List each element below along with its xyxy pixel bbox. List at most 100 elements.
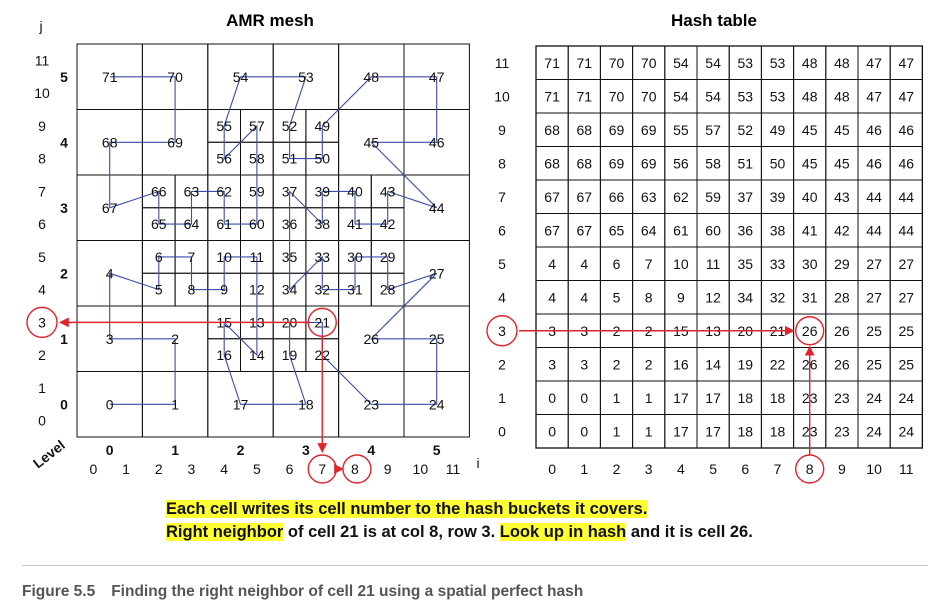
- hash-bucket-value: 49: [770, 122, 786, 138]
- hash-bucket-value: 44: [899, 189, 915, 205]
- hash-bucket-value: 44: [866, 189, 882, 205]
- hash-bucket-value: 25: [866, 323, 882, 339]
- mesh-cell-number: 34: [282, 282, 298, 298]
- hash-bucket-value: 62: [673, 189, 689, 205]
- hash-bucket-value: 46: [866, 155, 882, 171]
- mesh-row-3-circle: [26, 306, 58, 339]
- mesh-cell-number: 16: [216, 347, 232, 363]
- hash-row-tick: 7: [498, 189, 506, 205]
- hash-bucket-value: 67: [577, 189, 593, 205]
- mesh-cell-number: 49: [314, 118, 330, 134]
- j-axis-label: j: [38, 18, 42, 34]
- mesh-cell-number: 8: [188, 282, 196, 298]
- hash-bucket-value: 18: [738, 390, 754, 406]
- hash-bucket-value: 17: [673, 390, 689, 406]
- mesh-cell-number: 4: [106, 265, 114, 281]
- mesh-row-level: 3: [60, 200, 68, 216]
- mesh-cell-number: 10: [216, 249, 232, 265]
- hash-bucket-value: 46: [899, 122, 915, 138]
- hash-bucket-value: 3: [548, 356, 556, 372]
- mesh-cell-number: 2: [171, 331, 179, 347]
- hash-bucket-value: 31: [802, 289, 818, 305]
- hash-bucket-value: 40: [802, 189, 818, 205]
- mesh-cell-number: 23: [364, 396, 380, 412]
- hash-bucket-value: 18: [770, 390, 786, 406]
- hash-bucket-value: 48: [802, 55, 818, 71]
- hash-bucket-value: 25: [899, 356, 915, 372]
- hash-bucket-value: 18: [770, 423, 786, 439]
- hash-row-tick: 4: [498, 289, 506, 305]
- mesh-cell-number: 12: [249, 282, 265, 298]
- figure-caption-text: Finding the right neighbor of cell 21 us…: [111, 583, 584, 600]
- hash-bucket-value: 17: [705, 423, 721, 439]
- hash-bucket-value: 39: [770, 189, 786, 205]
- hash-bucket-value: 48: [834, 88, 850, 104]
- mesh-cell-number: 43: [380, 183, 396, 199]
- mesh-cell-number: 45: [364, 134, 380, 150]
- mesh-col-tick: 6: [286, 461, 294, 477]
- mesh-cell-number: 33: [314, 249, 330, 265]
- hash-bucket-value: 27: [899, 256, 915, 272]
- i-axis-label: i: [476, 455, 479, 471]
- mesh-row-tick: 10: [34, 85, 50, 101]
- level-axis-label: Level: [30, 437, 68, 472]
- mesh-cell-number: 28: [380, 282, 396, 298]
- mesh-cell-number: 51: [282, 151, 298, 167]
- mesh-cell-number: 61: [216, 216, 232, 232]
- mesh-cell-number: 46: [429, 134, 445, 150]
- mesh-cell-number: 68: [102, 134, 118, 150]
- mesh-cell-number: 21: [314, 314, 330, 330]
- hash-bucket-value: 26: [802, 323, 818, 339]
- mesh-grid: [76, 43, 470, 438]
- note-result: and it is cell 26.: [626, 523, 753, 541]
- hash-title: Hash table: [671, 11, 757, 30]
- hash-row-tick: 8: [498, 155, 506, 171]
- mesh-col-tick: 2: [155, 461, 163, 477]
- hash-bucket-value: 27: [899, 289, 915, 305]
- hash-bucket-value: 66: [609, 189, 625, 205]
- hash-bucket-value: 23: [834, 390, 850, 406]
- hash-bucket-value: 58: [705, 155, 721, 171]
- hash-bucket-value: 9: [677, 289, 685, 305]
- mesh-cell-number: 59: [249, 183, 265, 199]
- figure-number: Figure 5.5: [22, 583, 96, 600]
- hash-bucket: [889, 414, 923, 449]
- mesh-cell-number: 55: [216, 118, 232, 134]
- hash-bucket-value: 67: [577, 222, 593, 238]
- hash-bucket-value: 30: [802, 256, 818, 272]
- hash-bucket-value: 63: [641, 189, 657, 205]
- mesh-row-level: 1: [60, 331, 68, 347]
- hash-bucket-value: 5: [613, 289, 621, 305]
- hash-row-tick: 9: [498, 122, 506, 138]
- mesh-cell-number: 53: [298, 69, 314, 85]
- hash-bucket-value: 53: [738, 88, 754, 104]
- note-right-neighbor: Right neighbor: [166, 523, 284, 541]
- hash-bucket-value: 19: [738, 356, 754, 372]
- mesh-cell-number: 25: [429, 331, 445, 347]
- mesh-cell-number: 18: [298, 396, 314, 412]
- mesh-cell-number: 30: [347, 249, 363, 265]
- hash-bucket-value: 57: [705, 122, 721, 138]
- hash-bucket-value: 69: [641, 155, 657, 171]
- hash-row-tick: 5: [498, 256, 506, 272]
- hash-bucket-value: 8: [645, 289, 653, 305]
- hash-bucket-value: 59: [705, 189, 721, 205]
- mesh-row-tick: 1: [38, 380, 46, 396]
- hash-bucket-value: 56: [673, 155, 689, 171]
- mesh-cell-number: 60: [249, 216, 265, 232]
- hash-bucket-value: 54: [673, 55, 689, 71]
- hash-bucket-value: 67: [544, 189, 560, 205]
- mesh-cell-number: 64: [184, 216, 200, 232]
- hash-bucket-value: 25: [899, 323, 915, 339]
- hash-bucket-value: 11: [706, 256, 721, 272]
- mesh-cell-number: 3: [106, 331, 114, 347]
- hash-bucket-value: 10: [673, 256, 689, 272]
- mesh-cell-number: 40: [347, 183, 363, 199]
- hash-bucket-value: 69: [609, 155, 625, 171]
- mesh-cell-number: 19: [282, 347, 298, 363]
- hash-bucket-value: 27: [866, 256, 882, 272]
- hash-bucket-value: 27: [866, 289, 882, 305]
- caption-divider: [22, 565, 928, 566]
- mesh-cell-number: 35: [282, 249, 298, 265]
